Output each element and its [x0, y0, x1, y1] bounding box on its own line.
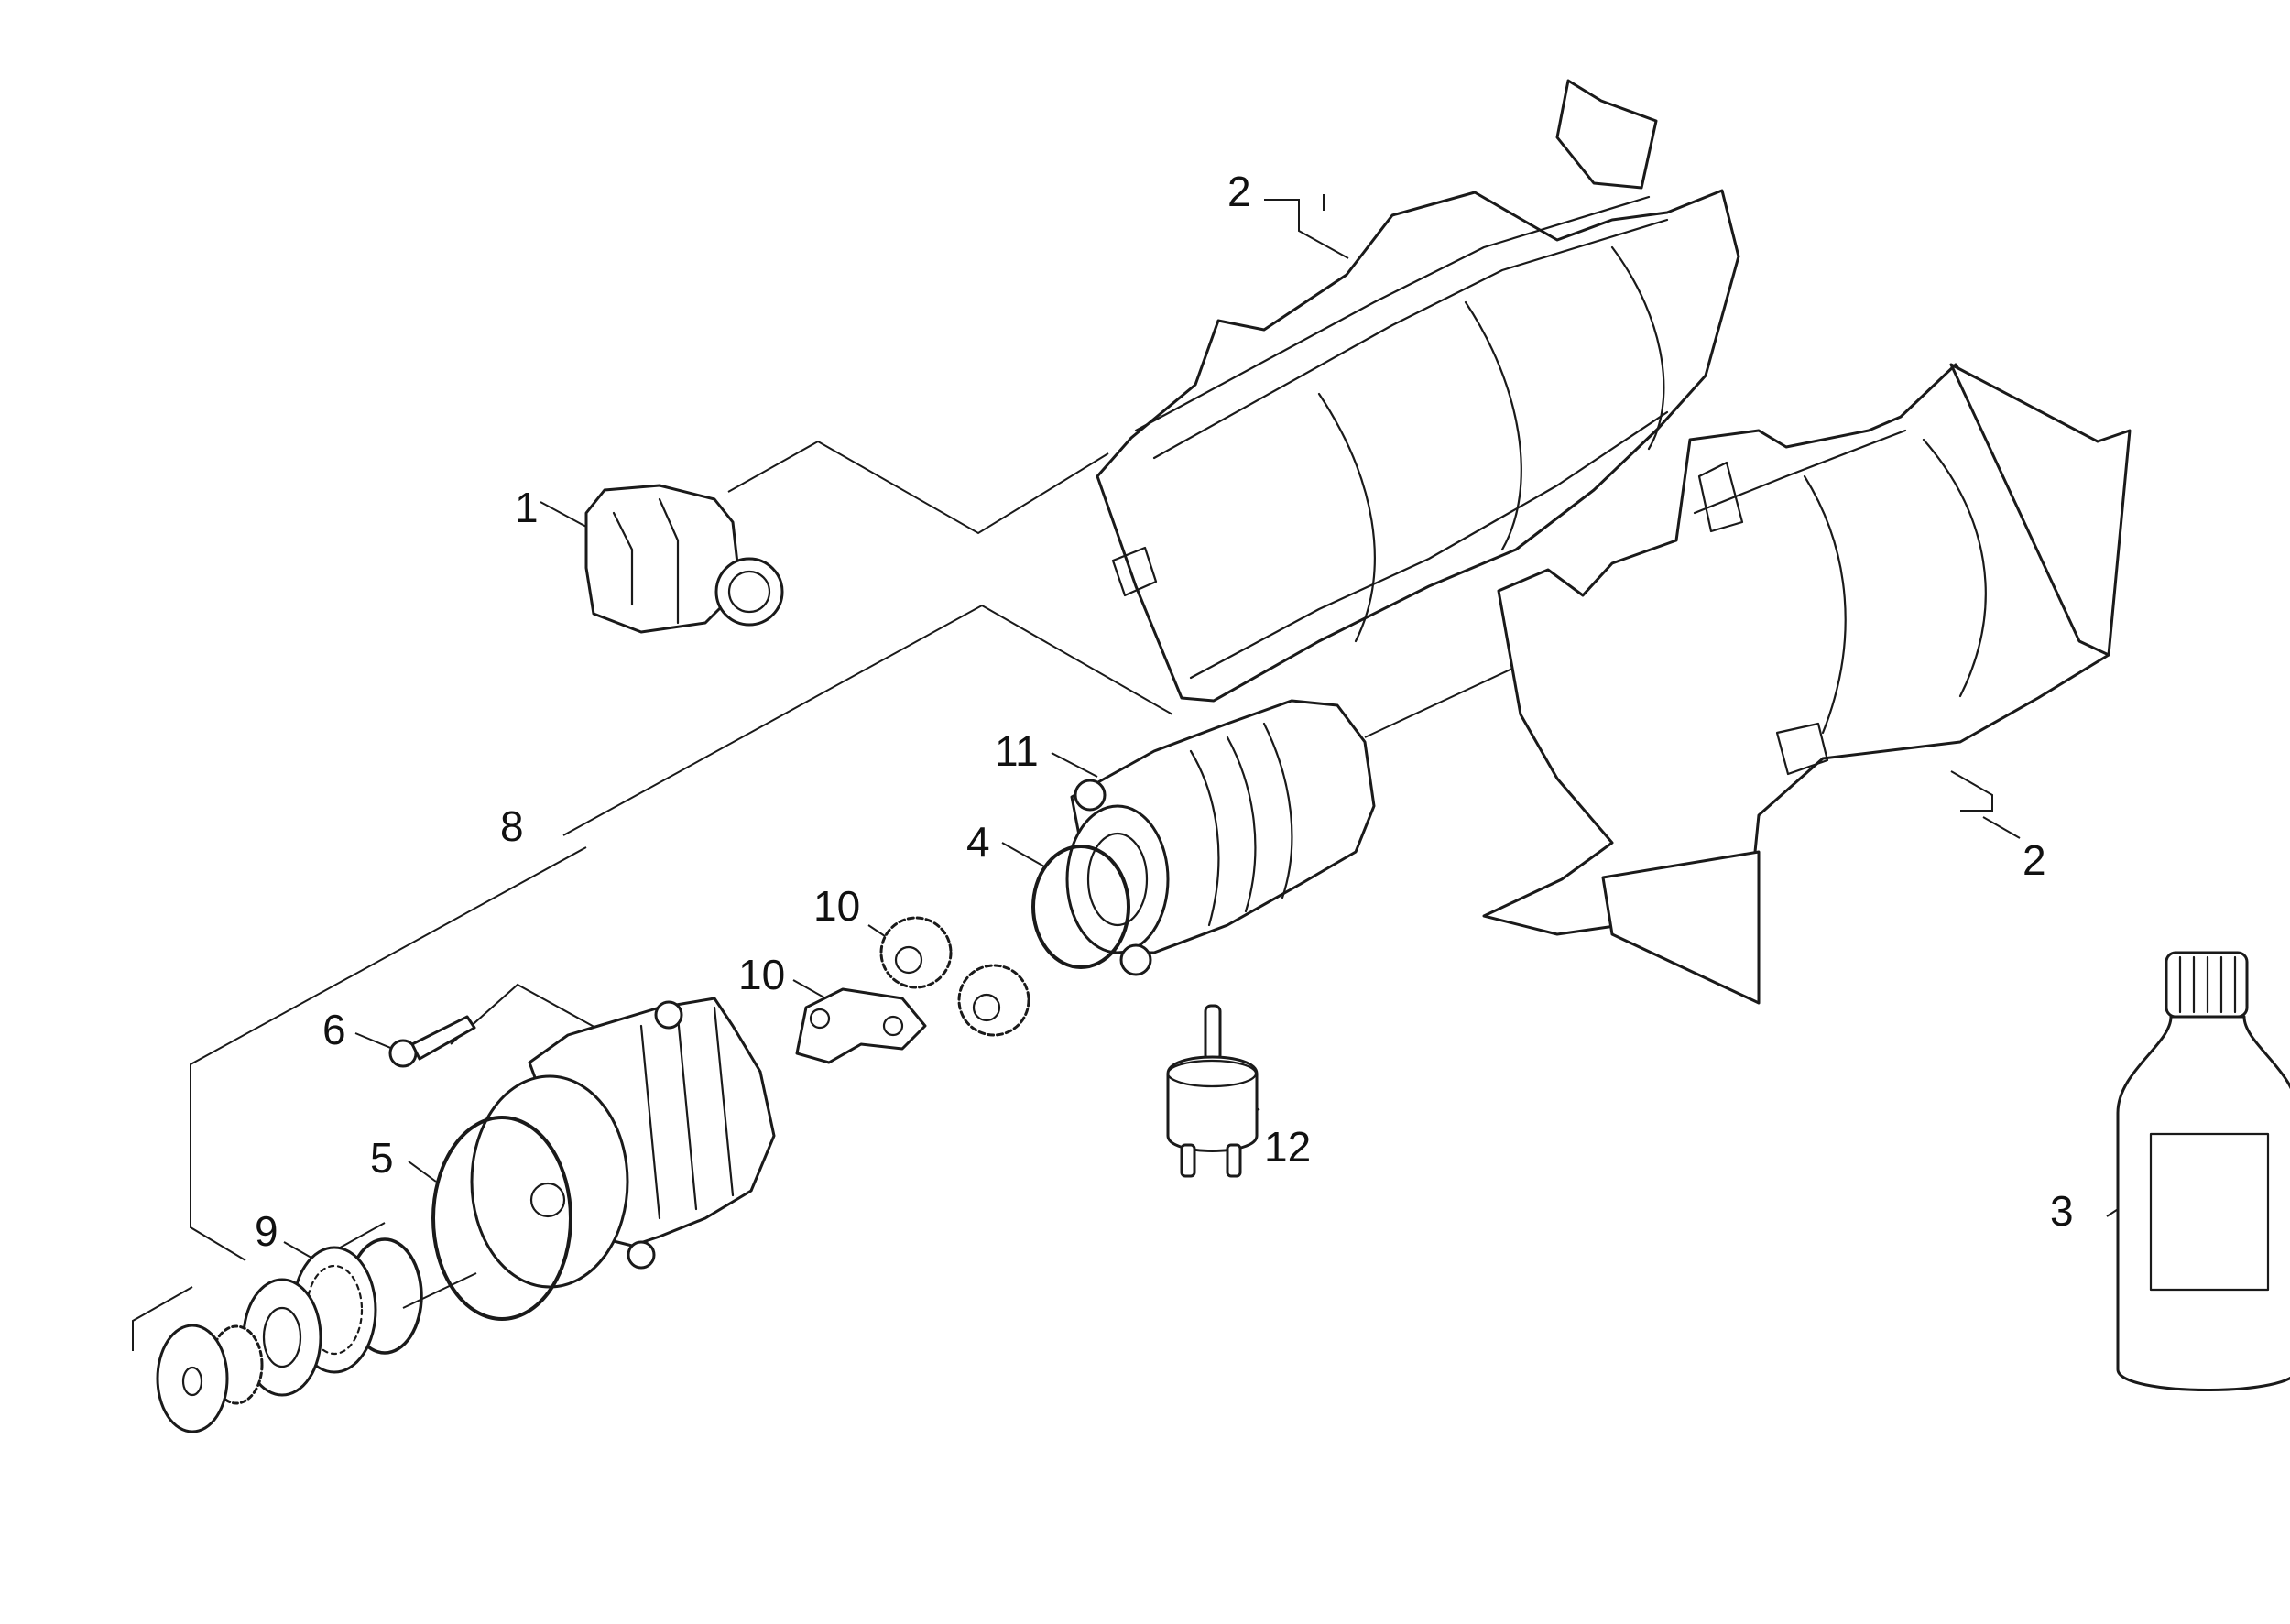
motor-coil-1 [1189, 749, 1220, 927]
housing-upper-tab [1111, 546, 1158, 597]
switch-knob-inner [727, 570, 771, 614]
pump-head-center [529, 1182, 566, 1218]
housing-upper-inner-arc-3 [1610, 245, 1665, 451]
motor-front-cap-inner [1086, 832, 1149, 927]
housing-upper-inner-arc-1 [1317, 392, 1376, 643]
leader-5 [408, 1161, 437, 1183]
callouts: 1 2 2 3 4 5 6 8 9 10 10 11 12 [255, 168, 2074, 1255]
leader-8 [562, 604, 1173, 836]
gear-carrier-hole [809, 1008, 831, 1030]
gear-carrier [795, 987, 927, 1064]
end-washer-hole [181, 1366, 203, 1397]
leader-4 [1001, 842, 1045, 867]
motor-coil-2 [1226, 736, 1257, 913]
callout-4: 4 [966, 818, 990, 866]
housing-upper [1096, 79, 1740, 703]
callout-12: 12 [1264, 1123, 1311, 1171]
leader-11 [1051, 752, 1098, 778]
switch-detail-1 [612, 511, 634, 606]
housing-lower [1482, 363, 2132, 1005]
damper-stud-bottom-2 [1226, 1143, 1242, 1178]
housing-upper-body [1096, 189, 1740, 703]
part-11-motor [1065, 699, 1376, 976]
pump-head-face [470, 1074, 629, 1289]
bottle-label [2149, 1132, 2270, 1292]
callout-8: 8 [500, 802, 524, 850]
gear-upper-hub [894, 945, 923, 975]
callout-2-top: 2 [1227, 168, 1251, 215]
housing-lower-body [1482, 363, 2110, 936]
housing-lower-flange-bottom [1601, 850, 1761, 1005]
gear-lower [957, 964, 1030, 1037]
housing-lower-tab [1697, 461, 1744, 533]
motor-boss-1 [1074, 779, 1107, 812]
end-washer [156, 1324, 229, 1433]
leader-2-top [1264, 199, 1349, 259]
swash-plate-hub [262, 1306, 302, 1368]
callout-11: 11 [995, 727, 1039, 775]
leader-1-short [540, 501, 587, 528]
damper-stud-bottom-1 [1180, 1143, 1196, 1178]
part-10-gears [795, 916, 1030, 1064]
gear-carrier-hole-2 [882, 1015, 904, 1037]
motor-coil-3 [1262, 722, 1293, 899]
bottle-body [2116, 1015, 2290, 1391]
part-9-bearing-set [156, 1237, 423, 1433]
housing-lower-clip [1775, 722, 1829, 776]
leader-motor-housing [1364, 660, 1529, 738]
callout-10-upper: 10 [813, 882, 860, 930]
callout-5: 5 [370, 1134, 394, 1182]
part-1-switch [584, 484, 784, 634]
part-5-o-ring [431, 1116, 572, 1321]
switch-detail-2 [658, 497, 680, 625]
switch-body [584, 484, 739, 634]
pump-head-lug-2 [627, 1240, 656, 1270]
housing-upper-inner-arc-2 [1464, 300, 1522, 551]
housing-lower-rail [1693, 429, 1907, 515]
motor-boss-2 [1119, 943, 1152, 976]
gear-lower-hub [972, 993, 1001, 1022]
callout-2-bottom: 2 [2023, 836, 2046, 884]
housing-lower-inner-arc-2 [1922, 438, 1987, 698]
damper-top-ellipse [1166, 1059, 1258, 1088]
housing-upper-lower-edge [1189, 410, 1669, 680]
part-3-oil-bottle [2116, 951, 2290, 1391]
housing-lower-inner-arc-1 [1803, 474, 1847, 735]
leader-10b [792, 979, 830, 1001]
damper-stud-top [1204, 1004, 1222, 1063]
pump-head [470, 997, 776, 1289]
gear-upper [879, 916, 953, 989]
leader-2-bottom-b [1982, 816, 2021, 839]
pump-head-fin-2 [676, 1015, 698, 1211]
part-12-damper [1166, 1004, 1259, 1178]
callout-10-lower: 10 [738, 951, 785, 998]
part-4-o-ring [1031, 845, 1130, 969]
callout-1: 1 [515, 484, 539, 531]
pump-head-fin-1 [639, 1024, 661, 1220]
callout-9: 9 [255, 1207, 278, 1255]
damper-body [1166, 1055, 1259, 1152]
housing-lower-flange-right [1949, 363, 2132, 657]
leader-9-bracket [132, 1286, 193, 1351]
pump-head-fin-3 [713, 1006, 735, 1197]
housing-upper-flange [1555, 79, 1658, 190]
housing-upper-rail-2 [1152, 218, 1669, 460]
bottle-cap-ridges [2178, 955, 2237, 1014]
housing-upper-rail [1134, 195, 1651, 432]
switch-knob [714, 557, 784, 627]
pump-head-lug-1 [654, 1000, 683, 1030]
callout-3: 3 [2050, 1187, 2074, 1235]
leader-1 [727, 440, 1109, 535]
leader-seal-pump [402, 1272, 477, 1309]
part-6-screw [388, 1015, 476, 1068]
leader-2-bottom [1950, 770, 1993, 812]
callout-6: 6 [322, 1006, 346, 1053]
screw-shank [410, 1015, 476, 1061]
leader-8-bracket [190, 846, 587, 1261]
motor-front-cap [1065, 804, 1170, 954]
